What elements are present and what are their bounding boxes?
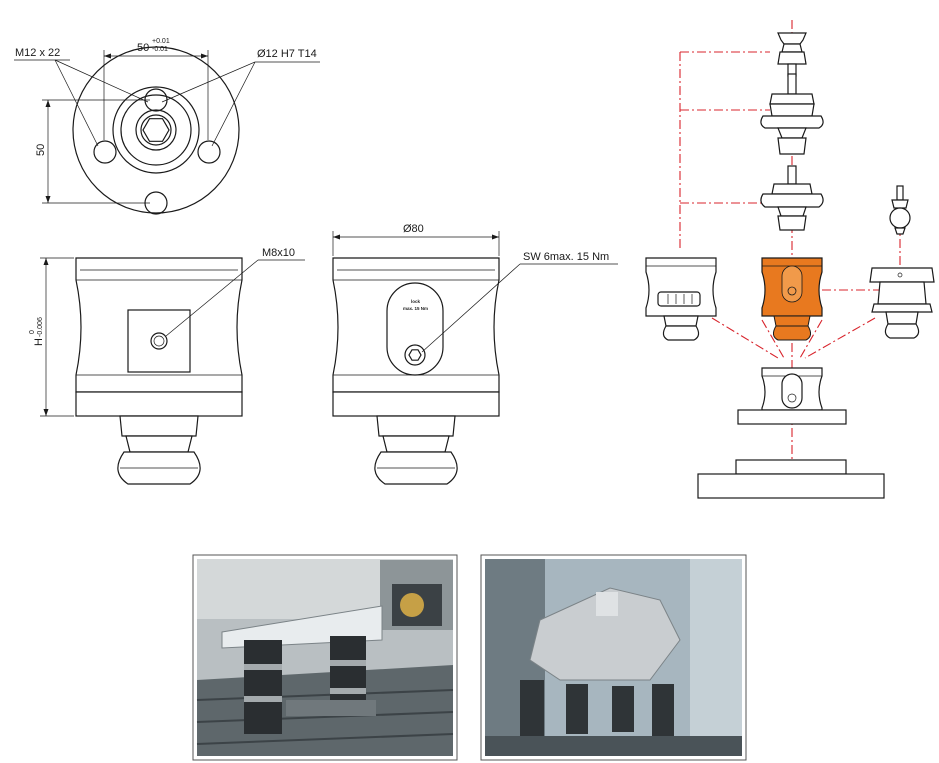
exploded-assembly [645, 20, 935, 499]
dim-bore: Ø12 H7 T14 [257, 48, 317, 60]
top-pin [777, 32, 807, 77]
side-view: lock max. 15 Nm Ø80 SW 6max. 15 Nm [332, 223, 618, 485]
left-module [645, 257, 717, 341]
right-pin [889, 185, 911, 235]
right-module [869, 267, 935, 339]
middle-module [760, 165, 824, 231]
dim-vertical-50: 50 [35, 144, 47, 156]
dim-tol-minus: -0.01 [152, 46, 168, 53]
photo-left [192, 554, 458, 761]
dim-thread-top: M12 x 22 [15, 47, 60, 59]
dim-height-tol-lower: -0.006 [37, 317, 44, 337]
base-receiver [737, 367, 847, 425]
photo-right [480, 554, 747, 761]
plate-text-line1: lock [411, 299, 421, 304]
highlighted-module [761, 257, 823, 341]
dim-tol-plus: +0.01 [152, 38, 170, 45]
dim-height-tol-upper: 0 [29, 330, 36, 334]
plate-text-line2: max. 15 Nm [403, 306, 428, 311]
machine-table [697, 459, 885, 499]
front-view: H 0 -0.006 M8x10 [29, 247, 305, 485]
dim-spacing-50: 50 [137, 42, 149, 54]
dim-diameter: Ø80 [403, 223, 424, 235]
dim-height-h: H [33, 338, 45, 346]
upper-module [760, 73, 824, 155]
dim-wrench: SW 6max. 15 Nm [523, 251, 609, 263]
mounting-holes [93, 88, 221, 215]
dim-thread-side: M8x10 [262, 247, 295, 259]
top-view: 50 +0.01 -0.01 50 M12 x 22 Ø12 H7 T14 [14, 38, 320, 215]
